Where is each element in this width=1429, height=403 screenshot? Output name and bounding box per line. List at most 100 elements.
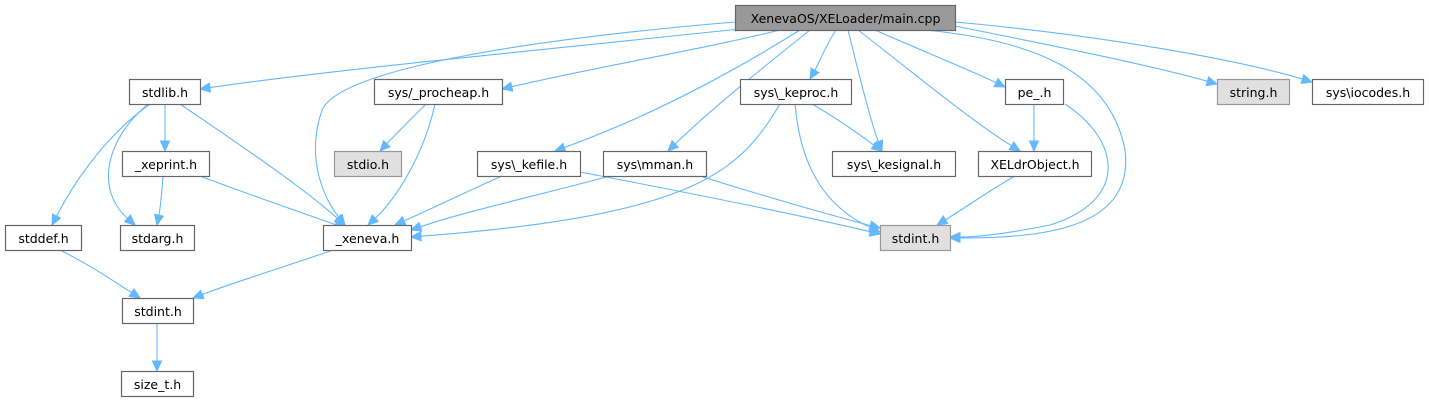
- node-box: [119, 224, 196, 252]
- edge-line: [158, 175, 164, 217]
- node-label: sys/_procheap.h: [388, 85, 489, 100]
- node-label: sys\iocodes.h: [1326, 85, 1410, 100]
- arrowhead-icon: [1008, 140, 1022, 152]
- edge-line: [314, 21, 736, 219]
- node-mman[interactable]: sys\mman.h: [602, 150, 708, 178]
- edge-main-to-kesignal: [847, 29, 884, 153]
- node-stdint-ext[interactable]: stdint.h: [879, 224, 952, 252]
- node-label: _xeneva.h: [335, 231, 400, 246]
- edge-pe-to-stdint_ext: [948, 103, 1109, 243]
- edge-stddef-to-stdint: [59, 249, 142, 299]
- edge-line: [847, 29, 880, 143]
- edge-line: [107, 103, 149, 220]
- node-box: [373, 78, 504, 106]
- node-stdio[interactable]: stdio.h: [333, 150, 403, 178]
- node-main: XenevaOS/XELoader/main.cpp: [734, 4, 957, 32]
- arrowhead-icon: [51, 213, 62, 227]
- arrowhead-icon: [868, 222, 882, 233]
- edge-line: [811, 103, 876, 147]
- node-label: sys\mman.h: [617, 157, 693, 172]
- node-xeldr[interactable]: XELdrObject.h: [977, 150, 1093, 178]
- node-stdlib[interactable]: stdlib.h: [128, 78, 202, 106]
- edge-line: [958, 103, 1109, 238]
- edge-line: [208, 28, 741, 89]
- edge-xeprint-to-stdarg: [153, 175, 165, 227]
- arrowhead-icon: [123, 214, 136, 226]
- node-label: stddef.h: [18, 231, 68, 246]
- arrowhead-icon: [379, 139, 392, 152]
- node-box: [734, 4, 957, 32]
- node-label: sys\_kefile.h: [491, 157, 567, 172]
- node-stdint[interactable]: stdint.h: [121, 297, 195, 325]
- node-label: stdarg.h: [132, 231, 184, 246]
- edge-stdlib-to-xeprint: [159, 104, 171, 153]
- edge-line: [374, 103, 436, 220]
- edge-line: [813, 29, 837, 72]
- arrowhead-icon: [500, 81, 514, 92]
- edge-main-to-pe: [874, 29, 1007, 88]
- edge-xeprint-to-xeneva: [199, 175, 347, 230]
- edge-line: [419, 103, 781, 237]
- node-box: [977, 150, 1093, 178]
- node-label: string.h: [1230, 85, 1278, 100]
- arrowhead-icon: [948, 231, 961, 243]
- arrowhead-icon: [667, 139, 680, 152]
- node-label: stdint.h: [134, 304, 182, 319]
- arrowhead-icon: [870, 140, 883, 152]
- node-stddef[interactable]: stddef.h: [4, 224, 83, 252]
- node-label: stdlib.h: [142, 85, 188, 100]
- edge-line: [385, 103, 427, 145]
- node-box: [831, 150, 957, 178]
- edge-procheap-to-stdio: [379, 103, 427, 152]
- nodes-layer: XenevaOS/XELoader/main.cpp stdlib.h sys/_p…: [4, 4, 1425, 398]
- node-kesignal[interactable]: sys\_kesignal.h: [831, 150, 957, 178]
- node-keproc[interactable]: sys\_keproc.h: [739, 78, 853, 106]
- edge-main-to-string: [954, 25, 1219, 87]
- edge-mman-to-xeneva: [409, 175, 611, 232]
- edge-stdint-to-size_t: [151, 323, 163, 373]
- node-box: [1311, 78, 1425, 106]
- edge-keproc-to-stdint_ext: [794, 103, 882, 233]
- node-box: [128, 78, 202, 106]
- node-box: [322, 224, 413, 252]
- edge-line: [419, 175, 611, 228]
- node-string[interactable]: string.h: [1216, 78, 1291, 106]
- edge-line: [874, 29, 998, 84]
- node-box: [879, 224, 952, 252]
- node-kefile[interactable]: sys\_kefile.h: [476, 150, 582, 178]
- node-stdarg[interactable]: stdarg.h: [119, 224, 196, 252]
- arrowhead-icon: [1205, 76, 1219, 87]
- node-label: XELdrObject.h: [990, 157, 1079, 172]
- node-box: [333, 150, 403, 178]
- edge-stdlib-to-stdarg: [107, 103, 149, 226]
- edge-mman-to-stdint_ext: [699, 175, 882, 231]
- edge-xeneva-to-stdint: [191, 249, 334, 300]
- edge-line: [794, 103, 873, 229]
- node-box: [121, 297, 195, 325]
- node-pe[interactable]: pe_.h: [1004, 78, 1065, 106]
- edge-main-to-procheap: [500, 29, 781, 92]
- edge-line: [563, 29, 801, 149]
- node-box: [1216, 78, 1291, 106]
- node-procheap[interactable]: sys/_procheap.h: [373, 78, 504, 106]
- node-iocodes[interactable]: sys\iocodes.h: [1311, 78, 1425, 106]
- arrowhead-icon: [935, 215, 949, 226]
- node-box: [476, 150, 582, 178]
- node-xeneva[interactable]: _xeneva.h: [322, 224, 413, 252]
- edge-keproc-to-xeneva: [409, 103, 781, 242]
- edge-line: [699, 175, 872, 227]
- node-size-t[interactable]: size_t.h: [120, 370, 195, 398]
- edge-procheap-to-xeneva: [367, 103, 436, 226]
- edge-main-to-xeldr: [857, 29, 1022, 152]
- edge-main-to-keproc: [809, 29, 837, 81]
- edge-keproc-to-kesignal: [811, 103, 883, 152]
- edge-main-to-iocodes: [954, 21, 1314, 84]
- edge-line: [403, 175, 503, 222]
- node-box: [602, 150, 708, 178]
- edge-line: [954, 25, 1209, 83]
- arrowhead-icon: [393, 215, 407, 226]
- edge-line: [944, 175, 1016, 221]
- node-xeprint[interactable]: _xeprint.h: [121, 150, 211, 178]
- arrowhead-icon: [409, 230, 422, 242]
